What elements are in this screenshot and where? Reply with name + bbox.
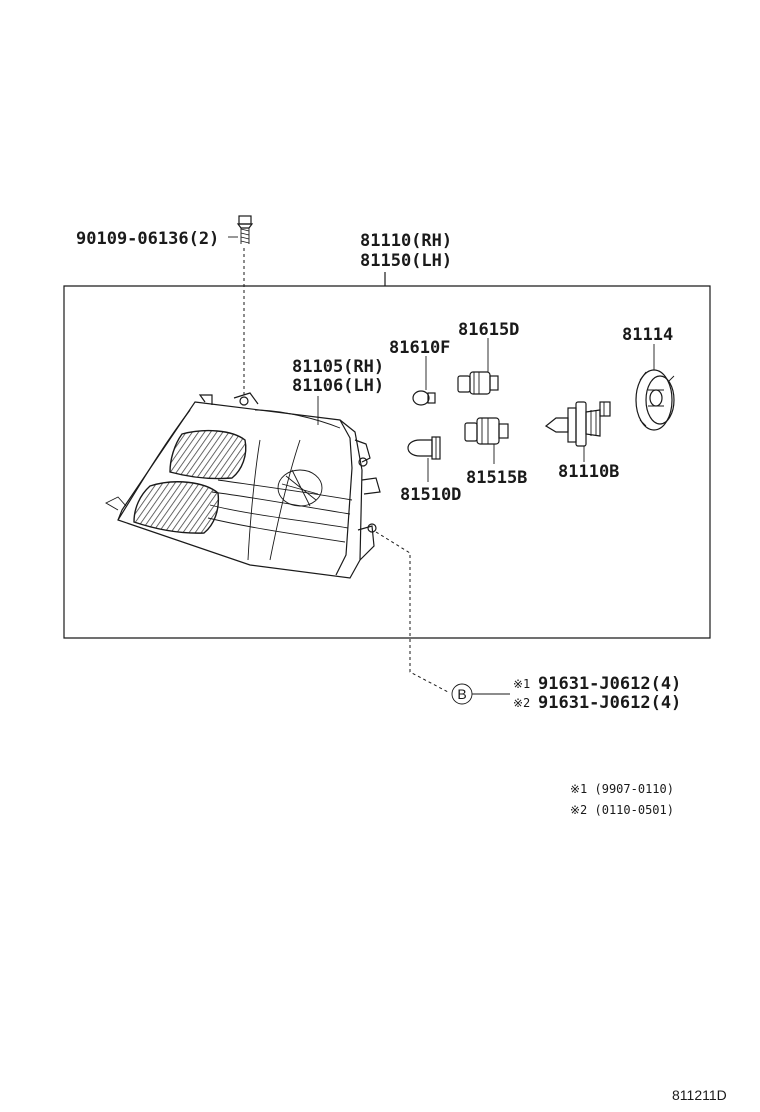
part-number-81610f: 81610F — [389, 338, 450, 358]
diagram-code: 811211D — [672, 1087, 727, 1103]
bulb-81610f-icon — [412, 390, 436, 406]
headlamp-housing-icon — [105, 392, 381, 579]
assembly-part-number-rh: 81110(RH) — [360, 231, 452, 251]
part-number-81615d: 81615D — [458, 320, 519, 340]
footnote-2: ※2 (0110-0501) — [570, 803, 674, 817]
callout-b-label: B — [457, 686, 466, 702]
bulb-81510d-icon — [407, 436, 441, 460]
screw-icon — [236, 215, 254, 244]
part-number-81510d: 81510D — [400, 485, 461, 505]
socket-81615d-icon — [457, 371, 499, 395]
halogen-bulb-81110b-icon — [544, 401, 611, 447]
footnote-1: ※1 (9907-0110) — [570, 782, 674, 796]
housing-part-number-rh: 81105(RH) — [292, 357, 384, 377]
cover-81114-icon — [635, 369, 675, 431]
callout-b-icon: B — [451, 683, 473, 705]
part-number-81114: 81114 — [622, 325, 673, 345]
nut-dashed-path — [375, 531, 449, 693]
housing-part-number-lh: 81106(LH) — [292, 376, 384, 396]
nut2-part-number: 91631-J0612(4) — [538, 693, 681, 713]
nut2-mark: ※2 — [513, 696, 530, 710]
socket-81515b-icon — [464, 417, 509, 445]
nut1-part-number: 91631-J0612(4) — [538, 674, 681, 694]
part-number-81515b: 81515B — [466, 468, 527, 488]
screw-part-number: 90109-06136(2) — [76, 229, 219, 249]
part-number-81110b: 81110B — [558, 462, 619, 482]
assembly-part-number-lh: 81150(LH) — [360, 251, 452, 271]
assembly-frame — [63, 285, 711, 639]
nut1-mark: ※1 — [513, 677, 530, 691]
